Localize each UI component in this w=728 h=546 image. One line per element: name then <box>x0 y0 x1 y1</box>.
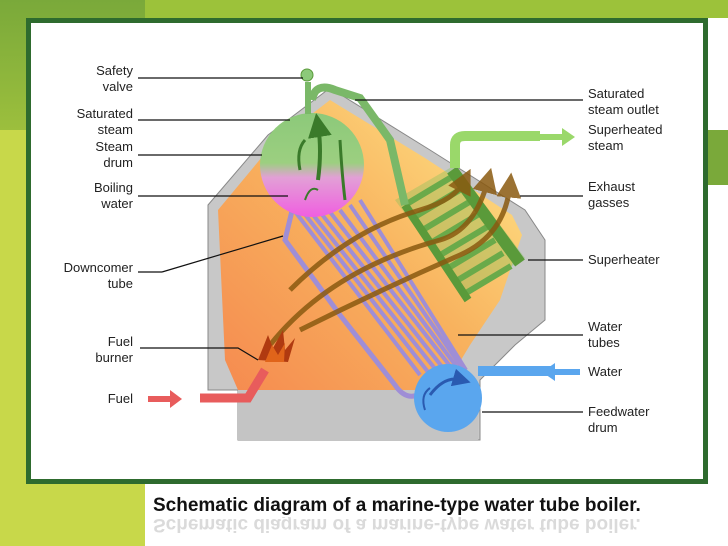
label-fuel: Fuel <box>108 391 133 406</box>
fuel-arrow-icon <box>148 390 182 408</box>
steam-rise-arrow-right <box>338 139 347 201</box>
steam-rise-arrows <box>308 113 332 181</box>
leader-lines-right <box>355 99 583 413</box>
leader-lines-left <box>138 77 303 361</box>
diagram-caption: Schematic diagram of a marine-type water… <box>153 495 641 516</box>
water-arrow-icon <box>542 363 580 381</box>
steam-drum <box>260 113 364 217</box>
water-inlet-pipe <box>478 366 553 376</box>
superheated-steam-arrow-icon <box>535 128 575 146</box>
fuel-burner-flame-icon <box>258 330 295 362</box>
background-top-bar <box>0 0 728 18</box>
steam-curl-arrow <box>297 138 307 171</box>
boiling-curl <box>304 187 319 201</box>
background-right-accent <box>705 130 728 185</box>
fuel-pipe <box>200 367 269 403</box>
label-superheater: Superheater <box>588 252 660 267</box>
label-water: Water <box>588 364 623 379</box>
saturated-steam-pipe <box>308 83 409 206</box>
caption-reflection: Schematic diagram of a marine-type water… <box>153 517 641 535</box>
exhaust-gas-flows <box>268 167 522 347</box>
safety-valve-icon <box>300 68 314 114</box>
